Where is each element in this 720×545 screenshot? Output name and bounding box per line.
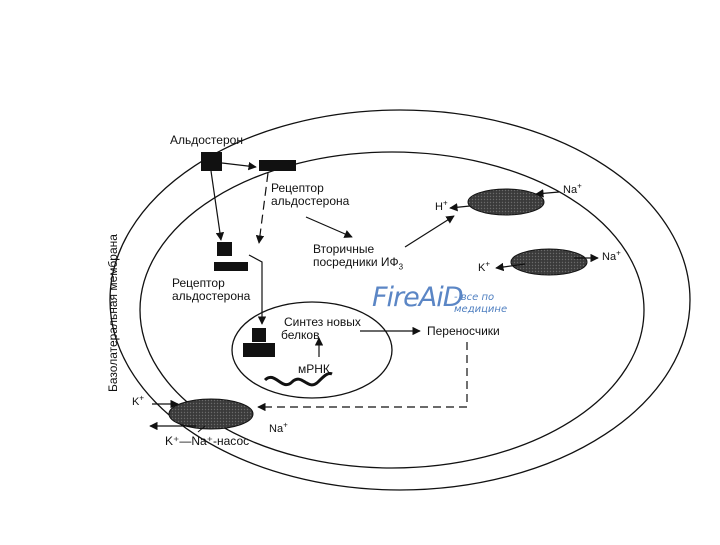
ion-k-mid-text: K: [478, 262, 486, 274]
basolateral-membrane-label: Базолатеральная мембрана: [106, 234, 120, 392]
protein-synthesis-line1: Синтез новых: [284, 315, 361, 329]
arrow-k-out: [495, 262, 526, 272]
ion-h-top-charge: +: [442, 198, 448, 208]
apical-channel-k-na: [510, 248, 588, 276]
ion-k-mid: K+: [478, 259, 491, 275]
ion-k-bottom-charge: +: [139, 393, 145, 403]
nuclear-complex: [243, 328, 275, 357]
arrow-aldosterone-down: [210, 170, 225, 241]
watermark-tagline: - все по медицине: [454, 292, 507, 316]
receptor-outside-block: [259, 160, 296, 171]
dashed-arrow-carriers-to-pump: [257, 342, 468, 412]
mrna-label: мРНК: [298, 362, 330, 376]
pump-label: K⁺—Na⁺-насос: [165, 434, 250, 448]
second-messengers-subscript: 3: [398, 262, 404, 272]
second-messengers-line2: посредники ИФ3: [313, 256, 403, 273]
ion-na-top: Na+: [563, 181, 582, 197]
arrow-complex-to-nucleus: [248, 254, 267, 325]
ion-na-top-text: Na: [563, 184, 578, 196]
receptor-outside-line1: Рецептор: [271, 181, 324, 195]
outer-cell-membrane: [109, 109, 691, 491]
aldosterone-molecule: [201, 152, 222, 171]
ion-h-top: H+: [435, 198, 448, 214]
fireaid-watermark: FireAiD - все по медицине: [372, 282, 507, 315]
aldosterone-label: Альдостерон: [170, 133, 243, 147]
basolateral-pump: [168, 398, 254, 430]
ion-na-mid-text: Na: [602, 251, 617, 263]
watermark-brand: FireAiD: [372, 282, 464, 313]
arrow-to-second-messengers: [305, 216, 353, 238]
second-messengers-line1: Вторичные: [313, 242, 375, 256]
second-messengers-label: Вторичные посредники ИФ3: [313, 243, 403, 273]
arrow-na-in: [535, 189, 560, 198]
ion-k-mid-charge: +: [485, 259, 491, 269]
arrow-messengers-to-channel: [404, 215, 455, 248]
protein-synthesis-label: Синтез новых белков: [281, 315, 361, 342]
ion-na-mid: Na+: [602, 248, 621, 264]
watermark-tagline-line1: - все по: [454, 292, 495, 303]
ion-na-top-charge: +: [577, 181, 582, 191]
watermark-tagline-line2: медицине: [454, 304, 508, 315]
ion-h-top-text: H: [435, 201, 443, 213]
ion-na-bottom-text: Na: [269, 423, 284, 435]
apical-channel-na-h: [467, 188, 545, 216]
carriers-label: Переносчики: [427, 324, 500, 338]
pump-connector: [197, 425, 206, 433]
dashed-arrow-receptor-down: [255, 172, 269, 244]
ion-na-mid-charge: +: [616, 248, 621, 258]
nucleus: [231, 301, 393, 399]
bound-hormone-block: [217, 242, 232, 256]
receptor-outside-label: Рецептор альдостерона: [271, 182, 349, 208]
receptor-inside-line2: альдостерона: [172, 289, 251, 303]
arrow-h-out: [449, 203, 471, 212]
ion-na-bottom-charge: +: [283, 420, 288, 430]
mrna-strand: [263, 372, 333, 387]
receptor-outside-line2: альдостерона: [271, 194, 350, 208]
bound-receptor-block: [214, 262, 248, 271]
inner-cell-membrane: [139, 151, 645, 469]
receptor-inside-label: Рецептор альдостерона: [172, 277, 250, 303]
arrow-aldosterone-to-receptor: [221, 161, 257, 171]
receptor-inside-line1: Рецептор: [172, 276, 225, 290]
ion-k-bottom-text: K: [132, 396, 140, 408]
ion-na-bottom: Na+: [269, 420, 288, 436]
protein-synthesis-line2: белков: [281, 328, 320, 342]
ion-k-bottom: K+: [132, 393, 145, 409]
second-messengers-text: посредники ИФ: [313, 255, 399, 269]
